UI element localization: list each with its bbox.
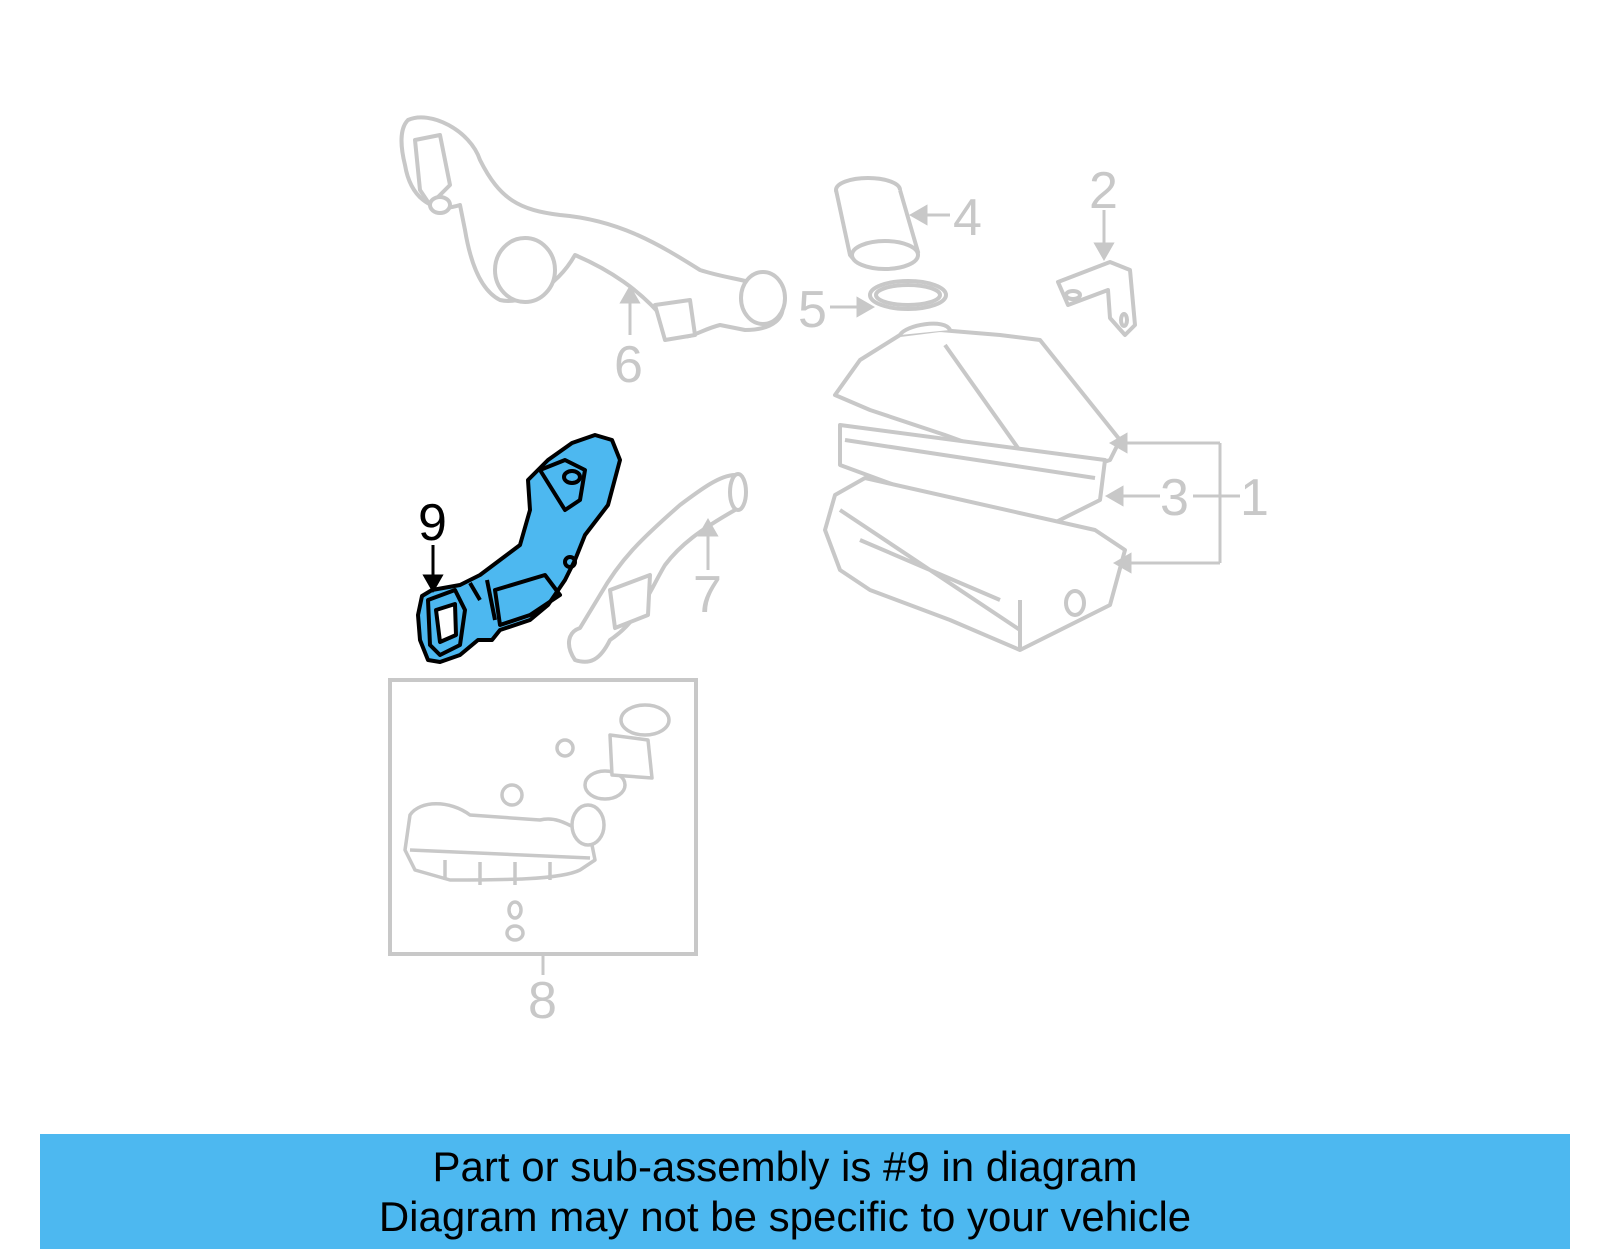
part-8-resonator-kit: [403, 703, 671, 942]
callout-number-2: 2: [1089, 162, 1118, 220]
banner-line-2: Diagram may not be specific to your vehi…: [378, 1192, 1192, 1240]
callout-number-7: 7: [693, 566, 722, 624]
info-banner: Part or sub-assembly is #9 in diagram Di…: [20, 1134, 1550, 1249]
callout-number-6: 6: [614, 336, 643, 394]
callout-number-8: 8: [528, 972, 557, 1030]
part-6-intake-hose: [399, 115, 787, 342]
part-9-intake-duct-highlighted[interactable]: [416, 433, 622, 664]
callout-2: [1093, 210, 1115, 262]
callout-9: [422, 545, 444, 594]
callout-4: [908, 204, 950, 226]
callout-number-4: 4: [953, 189, 982, 247]
callout-7: [697, 517, 719, 570]
banner-line-1: Part or sub-assembly is #9 in diagram: [432, 1142, 1138, 1190]
part-7-air-duct: [567, 472, 748, 664]
callout-5: [830, 296, 876, 318]
part-5-seal-ring: [868, 279, 948, 311]
part-1-air-cleaner-assembly: [823, 321, 1127, 652]
callout-number-5: 5: [798, 281, 827, 339]
info-banner-background: [40, 1134, 1570, 1249]
part-2-bracket: [1056, 260, 1137, 337]
callout-6: [619, 284, 641, 335]
callout-number-9: 9: [418, 494, 447, 552]
part-4-sensor-tube: [834, 176, 921, 271]
callout-number-3: 3: [1160, 469, 1189, 527]
callout-number-1: 1: [1240, 469, 1269, 527]
callout-1-3-bracket: [1104, 432, 1240, 574]
